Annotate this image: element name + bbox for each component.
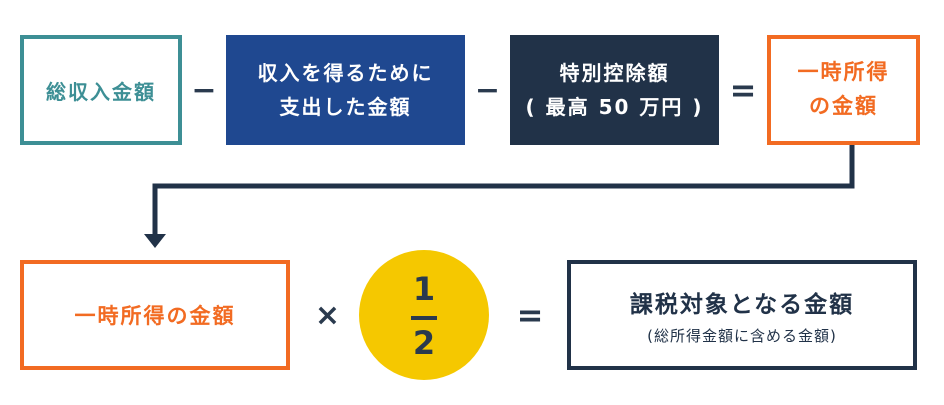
taxable-amount-box: 課税対象となる金額 (総所得金額に含める金額) [567, 260, 917, 370]
temp-income-label: 一時所得の金額 [74, 304, 236, 328]
total-income-box: 総収入金額 [20, 35, 182, 145]
equals-operator-1: = [729, 71, 757, 109]
fraction-numerator: 1 [412, 270, 436, 308]
equals-operator-2: = [516, 296, 544, 334]
fraction-denominator: 2 [412, 324, 436, 362]
temp-income-label-line1: 一時所得 [797, 60, 890, 85]
minus-operator-2: − [474, 72, 501, 108]
expense-label-line1: 収入を得るために [257, 61, 434, 85]
connector-line [152, 145, 855, 236]
expense-box: 収入を得るために 支出した金額 [226, 35, 465, 145]
fraction-bar [411, 316, 437, 320]
temp-income-label-line2: の金額 [809, 94, 878, 118]
expense-label-line2: 支出した金額 [279, 95, 412, 119]
arrow-head-icon [144, 234, 166, 248]
temporary-income-box-top: 一時所得 の金額 [767, 35, 920, 145]
deduction-label-line2: ( 最高 50 万円 ) [525, 95, 704, 119]
taxable-amount-label: 課税対象となる金額 [629, 291, 855, 318]
one-half-circle: 1 2 [359, 250, 489, 380]
total-income-label: 総収入金額 [46, 79, 156, 104]
minus-operator-1: − [191, 72, 217, 108]
temporary-income-box-bottom: 一時所得の金額 [20, 260, 290, 370]
deduction-label-line1: 特別控除額 [559, 61, 670, 85]
taxable-amount-note: (総所得金額に含める金額) [647, 326, 837, 345]
multiply-operator: × [314, 297, 341, 333]
special-deduction-box: 特別控除額 ( 最高 50 万円 ) [510, 35, 719, 145]
